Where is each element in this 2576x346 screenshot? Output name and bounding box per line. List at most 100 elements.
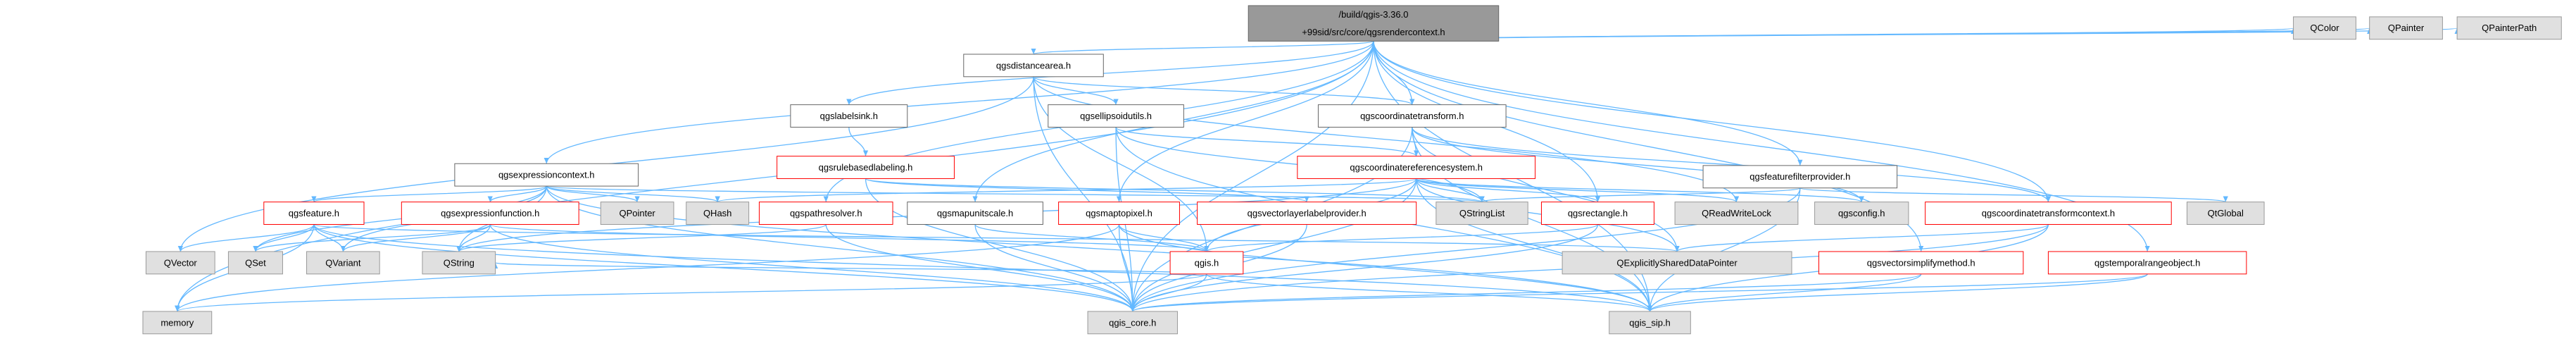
node-label-qgsvectorsimplifymethod: qgsvectorsimplifymethod.h <box>1867 257 1975 268</box>
node-qreadwritelock[interactable]: QReadWriteLock <box>1674 202 1799 225</box>
node-qgis_sip[interactable]: qgis_sip.h <box>1609 311 1691 335</box>
node-qgsrectangle[interactable]: qgsrectangle.h <box>1540 202 1654 225</box>
edge-qgsrulebasedlabeling-to-qgis_core <box>865 178 1136 311</box>
edge-root-to-qgsdistancearea <box>1031 40 1374 55</box>
node-label-qgsconfig: qgsconfig.h <box>1838 208 1885 218</box>
node-qgsrulebasedlabeling[interactable]: qgsrulebasedlabeling.h <box>777 156 955 179</box>
edge-qgsmaptopixel-to-qgis_core <box>1118 224 1136 311</box>
node-qgsconfig[interactable]: qgsconfig.h <box>1814 202 1909 225</box>
edge-qgscoordinatereferencesystem-to-qgsrectangle <box>1416 178 1600 203</box>
node-box-qgslabelsink <box>790 104 908 128</box>
node-qgsmapunitscale[interactable]: qgsmapunitscale.h <box>907 202 1043 225</box>
node-box-qgsexpressionfunction <box>401 202 579 225</box>
edge-qgsdistancearea-to-qreadwritelock <box>1033 76 1740 202</box>
node-qhash[interactable]: QHash <box>686 202 750 225</box>
node-label-qpointer: QPointer <box>619 208 655 218</box>
node-label-root: /build/qgis-3.36.0 <box>1338 9 1408 20</box>
edge-qgsmaptopixel-to-qgis_sip <box>1118 224 1653 311</box>
node-box-qreadwritelock <box>1674 202 1799 225</box>
node-label-qgsfeaturefilterprovider: qgsfeaturefilterprovider.h <box>1749 171 1850 182</box>
node-qgslabelsink[interactable]: qgslabelsink.h <box>790 104 908 128</box>
node-label-qgis_core: qgis_core.h <box>1109 317 1156 328</box>
node-qgspathresolver[interactable]: qgspathresolver.h <box>758 202 893 225</box>
node-qtglobal[interactable]: QtGlobal <box>2186 202 2265 225</box>
node-box-qexplicitlyshareddatapointer <box>1562 251 1792 275</box>
node-label-memory: memory <box>161 317 194 328</box>
edge-qgsfeature-to-qexplicitlyshareddatapointer <box>313 223 1679 252</box>
node-qgscoordinatetransformcontext[interactable]: qgscoordinatetransformcontext.h <box>1925 202 2172 225</box>
node-qgstemporalrangeobject[interactable]: qgstemporalrangeobject.h <box>2047 251 2247 275</box>
node-box-memory <box>142 311 213 335</box>
edge-qgis-to-qgis_core <box>1130 273 1207 312</box>
node-label-qstringlist: QStringList <box>1459 208 1505 218</box>
node-qcolor[interactable]: QColor <box>2293 16 2356 40</box>
node-qexplicitlyshareddatapointer[interactable]: QExplicitlySharedDataPointer <box>1562 251 1792 275</box>
node-qvector[interactable]: QVector <box>145 251 215 275</box>
node-label-qtglobal: QtGlobal <box>2208 208 2244 218</box>
edge-qgsfeaturefilterprovider-to-qstringlist <box>1479 187 1801 203</box>
edge-qgsexpressioncontext-to-qpointer <box>546 185 640 203</box>
node-qgscoordinatetransform[interactable]: qgscoordinatetransform.h <box>1317 104 1507 128</box>
node-qgsvectorsimplifymethod[interactable]: qgsvectorsimplifymethod.h <box>1818 251 2024 275</box>
dependency-nodes: /build/qgis-3.36.0+99sid/src/core/qgsren… <box>142 5 2562 335</box>
node-qgsvectorlayerlabelprovider[interactable]: qgsvectorlayerlabelprovider.h <box>1197 202 1417 225</box>
node-label-qreadwritelock: QReadWriteLock <box>1702 208 1771 218</box>
edge-qgsfeaturefilterprovider-to-qtglobal <box>1799 187 2228 203</box>
node-qgsdistancearea[interactable]: qgsdistancearea.h <box>963 54 1104 78</box>
node-qgis_core[interactable]: qgis_core.h <box>1087 311 1178 335</box>
node-box-qpainterpath <box>2456 16 2562 40</box>
node-label-qgsrulebasedlabeling: qgsrulebasedlabeling.h <box>819 162 913 173</box>
node-qstringlist[interactable]: QStringList <box>1435 202 1528 225</box>
node-qvariant[interactable]: QVariant <box>306 251 380 275</box>
node-box-qvector <box>145 251 215 275</box>
node-qstring[interactable]: QString <box>422 251 496 275</box>
edge-qgsfeature-to-qvector <box>177 224 315 252</box>
edge-qgsexpressionfunction-to-qset <box>253 223 491 252</box>
edge-qgstemporalrangeobject-to-qgis_core <box>1130 273 2148 312</box>
node-label-qgslabelsink: qgslabelsink.h <box>820 111 878 121</box>
node-qgsmaptopixel[interactable]: qgsmaptopixel.h <box>1058 202 1180 225</box>
node-box-qgis_sip <box>1609 311 1691 335</box>
node-label-qvariant: QVariant <box>325 257 361 268</box>
node-label-qgsmapunitscale: qgsmapunitscale.h <box>937 208 1013 218</box>
edge-qgsdistancearea-to-qgsellipsoidutils <box>1033 76 1119 105</box>
edge-qgspathresolver-to-qstring <box>456 223 827 252</box>
node-qgsfeature[interactable]: qgsfeature.h <box>263 202 365 225</box>
node-qgsellipsoidutils[interactable]: qgsellipsoidutils.h <box>1048 104 1184 128</box>
node-box-qgis <box>1169 251 1244 275</box>
node-box-qvariant <box>306 251 380 275</box>
node-qgscoordinatereferencesystem[interactable]: qgscoordinatereferencesystem.h <box>1297 156 1536 179</box>
node-box-qstring <box>422 251 496 275</box>
edge-qgsexpressioncontext-to-qgis_core <box>546 186 1136 311</box>
edge-qgscoordinatereferencesystem-to-qreadwritelock <box>1416 178 1739 203</box>
node-qpointer[interactable]: QPointer <box>600 202 674 225</box>
node-qpainterpath[interactable]: QPainterPath <box>2456 16 2562 40</box>
edge-qgsexpressioncontext-to-qgsexpressionfunction <box>487 185 547 202</box>
node-box-qgsexpressioncontext <box>454 163 639 187</box>
node-label-qhash: QHash <box>703 208 731 218</box>
node-qgsfeaturefilterprovider[interactable]: qgsfeaturefilterprovider.h <box>1702 165 1898 189</box>
node-label-qset: QSet <box>245 257 266 268</box>
node-box-qgstemporalrangeobject <box>2047 251 2247 275</box>
node-label-qgsexpressionfunction: qgsexpressionfunction.h <box>441 208 539 218</box>
node-label-qgsellipsoidutils: qgsellipsoidutils.h <box>1080 111 1152 121</box>
node-label-qgsfeature: qgsfeature.h <box>289 208 339 218</box>
node-box-qgsellipsoidutils <box>1048 104 1184 128</box>
node-label-qgsrectangle: qgsrectangle.h <box>1568 208 1628 218</box>
node-qset[interactable]: QSet <box>227 251 283 275</box>
node-box-qgscoordinatereferencesystem <box>1297 156 1536 179</box>
node-qgsexpressionfunction[interactable]: qgsexpressionfunction.h <box>401 202 579 225</box>
edge-qgsmapunitscale-to-qgis <box>974 223 1210 252</box>
edge-qgsexpressionfunction-to-qgis <box>489 223 1210 252</box>
node-box-qgsrectangle <box>1540 202 1654 225</box>
node-memory[interactable]: memory <box>142 311 213 335</box>
node-qpainter[interactable]: QPainter <box>2369 16 2443 40</box>
edge-root-to-qgsfeaturefilterprovider <box>1373 41 1803 166</box>
edge-qgis-to-qgis_sip <box>1206 273 1652 312</box>
node-label-qpainter: QPainter <box>2388 23 2425 33</box>
node-qgis[interactable]: qgis.h <box>1169 251 1244 275</box>
node-box-qset <box>227 251 283 275</box>
node-box-qpainter <box>2369 16 2443 40</box>
node-qgsexpressioncontext[interactable]: qgsexpressioncontext.h <box>454 163 639 187</box>
edge-qgsfeature-to-qgis_core <box>313 224 1136 312</box>
